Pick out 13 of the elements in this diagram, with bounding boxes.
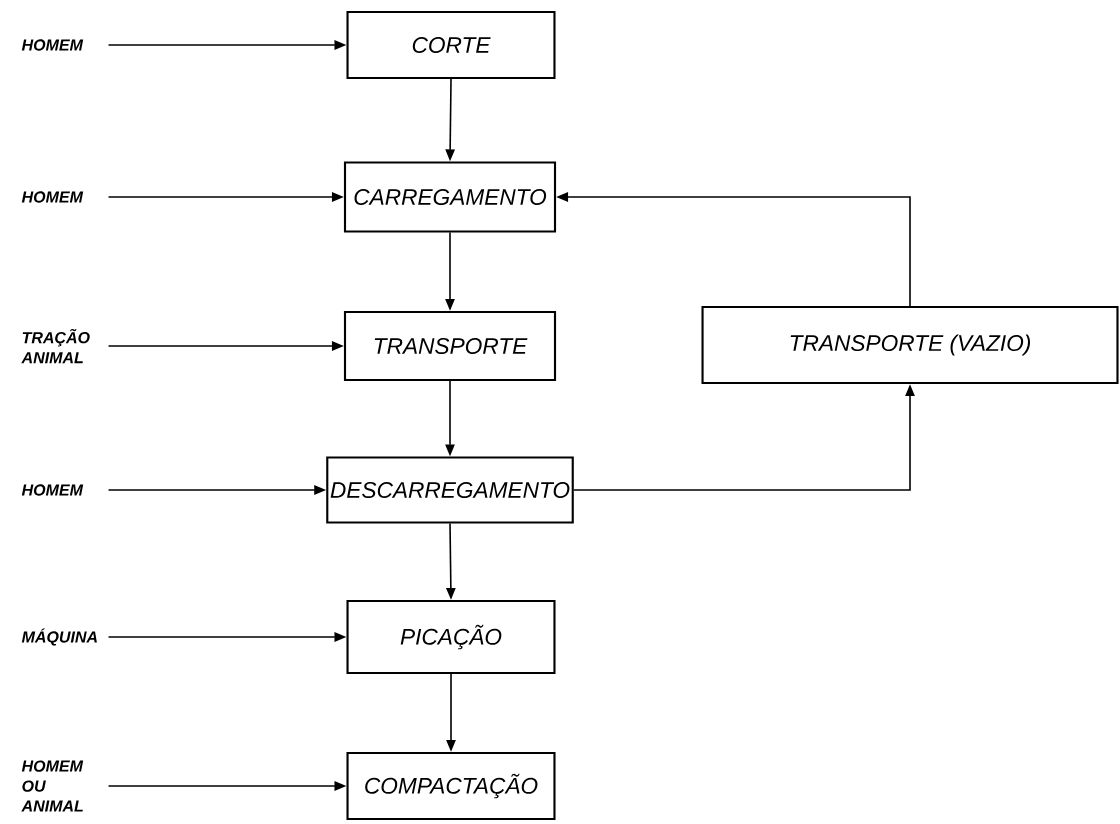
input-label: HOMEM OU ANIMAL xyxy=(21,760,84,812)
process-box: COMPACTAÇÃO xyxy=(346,751,556,821)
input-label: TRAÇÃO ANIMAL xyxy=(21,328,90,364)
process-box: TRANSPORTE xyxy=(343,310,557,382)
process-box: DESCARREGAMENTO xyxy=(326,456,574,524)
input-label: HOMEM xyxy=(21,191,84,203)
process-box: CARREGAMENTO xyxy=(343,161,557,233)
process-box: CORTE xyxy=(346,10,556,80)
process-box: PICAÇÃO xyxy=(346,599,556,675)
input-label: MÁQUINA xyxy=(21,628,97,646)
input-label: HOMEM xyxy=(21,484,84,496)
input-label: HOMEM xyxy=(21,39,84,51)
process-box: TRANSPORTE (VAZIO) xyxy=(701,305,1119,385)
